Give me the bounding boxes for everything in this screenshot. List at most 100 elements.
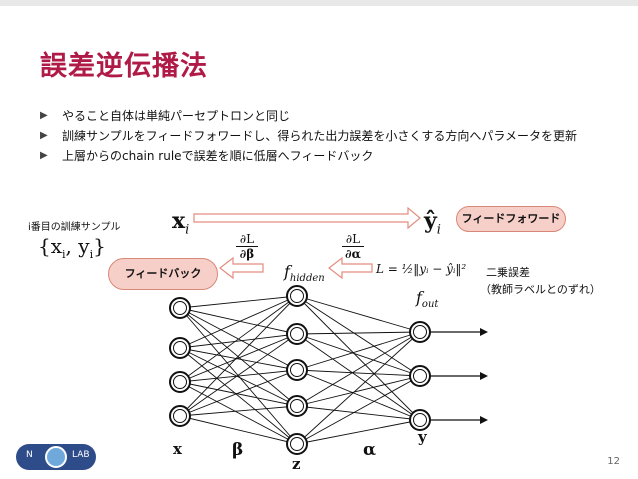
neuron-inner-ring bbox=[290, 363, 304, 377]
neuron-inner-ring bbox=[173, 375, 187, 389]
neuron-node bbox=[169, 297, 191, 319]
page-number: 12 bbox=[607, 456, 620, 467]
network-edge bbox=[296, 375, 421, 445]
neuron-inner-ring bbox=[290, 437, 304, 451]
network-edge bbox=[296, 331, 421, 371]
slide-title: 誤差逆伝播法 bbox=[40, 51, 208, 82]
network-edge bbox=[179, 333, 298, 349]
network-edge bbox=[296, 333, 421, 377]
network-edge bbox=[179, 415, 298, 445]
output-arrow-head bbox=[480, 416, 488, 424]
neuron-inner-ring bbox=[413, 413, 427, 427]
bullet-arrow-icon: ▶ bbox=[40, 150, 48, 161]
network-edge bbox=[296, 295, 421, 333]
output-arrow-head bbox=[480, 328, 488, 336]
output-arrows bbox=[431, 328, 488, 424]
neuron-node bbox=[286, 395, 308, 417]
dl-dalpha: ∂L ∂α bbox=[342, 232, 364, 261]
sample-label: i番目の訓練サンプル bbox=[28, 222, 121, 233]
layer-y-label: y bbox=[418, 428, 427, 446]
network-edge bbox=[179, 347, 298, 371]
network-edge bbox=[179, 369, 298, 417]
network-edge bbox=[179, 405, 298, 417]
network-edge bbox=[179, 369, 298, 383]
network-edge bbox=[179, 347, 298, 407]
network-edge bbox=[296, 295, 421, 421]
neuron-node bbox=[169, 337, 191, 359]
neuron-inner-ring bbox=[290, 289, 304, 303]
f-out: fout bbox=[416, 288, 439, 311]
bullet-list: ▶ やること自体は単純パーセプトロンと同じ ▶ 訓練サンプルをフィードフォワード… bbox=[40, 106, 630, 166]
neuron-inner-ring bbox=[290, 327, 304, 341]
network-edge bbox=[179, 333, 298, 417]
neuron-inner-ring bbox=[290, 399, 304, 413]
neuron-inner-ring bbox=[173, 409, 187, 423]
bullet-item: ▶ 訓練サンプルをフィードフォワードし、得られた出力誤差を小さくする方向へパラメ… bbox=[40, 126, 630, 146]
f-hidden: fhidden bbox=[284, 262, 325, 285]
neuron-node bbox=[409, 409, 431, 431]
neuron-inner-ring bbox=[173, 301, 187, 315]
feedforward-arrow bbox=[193, 206, 421, 230]
network-edge bbox=[296, 419, 421, 445]
feedforward-pill: フィードフォワード bbox=[456, 206, 566, 232]
neuron-node bbox=[409, 321, 431, 343]
input-x-i: xi bbox=[172, 208, 190, 238]
top-bar bbox=[0, 0, 638, 6]
neuron-node bbox=[286, 285, 308, 307]
feedback-arrow-left bbox=[219, 256, 264, 280]
network-edge bbox=[179, 295, 298, 383]
network-edge bbox=[296, 369, 421, 421]
feedback-arrow-right bbox=[328, 256, 373, 280]
network-nodes bbox=[169, 285, 431, 455]
network-edge bbox=[296, 295, 421, 377]
network-edge bbox=[296, 331, 421, 335]
neuron-node bbox=[169, 405, 191, 427]
layer-z-label: z bbox=[292, 455, 301, 473]
bullet-text: 上層からのchain ruleで誤差を順に低層へフィードバック bbox=[62, 149, 374, 163]
network-edge bbox=[296, 333, 421, 421]
network-edge bbox=[179, 381, 298, 407]
bullet-text: 訓練サンプルをフィードフォワードし、得られた出力誤差を小さくする方向へパラメータ… bbox=[62, 129, 578, 143]
loss-formula: L = ½‖yᵢ − ŷᵢ‖² bbox=[376, 262, 467, 276]
neuron-node bbox=[169, 371, 191, 393]
feedback-pill: フィードバック bbox=[108, 258, 218, 290]
network-edge bbox=[179, 295, 298, 349]
neuron-inner-ring bbox=[413, 369, 427, 383]
output-y-hat-i: ŷi bbox=[424, 208, 441, 238]
output-arrow-head bbox=[480, 372, 488, 380]
beta-label: β bbox=[232, 440, 244, 460]
network-edge bbox=[179, 307, 298, 335]
network-edge bbox=[179, 333, 298, 383]
alpha-label: α bbox=[363, 440, 377, 460]
network-edge bbox=[179, 295, 298, 309]
neuron-node bbox=[286, 433, 308, 455]
error-label: 二乗誤差 bbox=[486, 266, 530, 279]
dl-dbeta: ∂L ∂β bbox=[236, 232, 258, 261]
sample-set: {xi, yi} bbox=[38, 234, 106, 261]
network-edge bbox=[296, 375, 421, 407]
neuron-inner-ring bbox=[173, 341, 187, 355]
neuron-node bbox=[409, 365, 431, 387]
bullet-text: やること自体は単純パーセプトロンと同じ bbox=[62, 109, 291, 123]
globe-icon bbox=[45, 446, 67, 468]
bullet-arrow-icon: ▶ bbox=[40, 130, 48, 141]
network-edge bbox=[179, 347, 298, 445]
neuron-node bbox=[286, 323, 308, 345]
error-sublabel: （教師ラベルとのずれ） bbox=[480, 283, 601, 296]
network-edge bbox=[296, 331, 421, 445]
bullet-item: ▶ 上層からのchain ruleで誤差を順に低層へフィードバック bbox=[40, 146, 630, 166]
layer-x-label: x bbox=[173, 440, 182, 458]
bullet-arrow-icon: ▶ bbox=[40, 110, 48, 121]
lab-logo: N LAB bbox=[16, 444, 96, 470]
neuron-inner-ring bbox=[413, 325, 427, 339]
network-edges bbox=[179, 295, 421, 445]
network-edge bbox=[296, 369, 421, 377]
neuron-node bbox=[286, 359, 308, 381]
network-edge bbox=[296, 405, 421, 421]
network-edge bbox=[179, 381, 298, 445]
network-edge bbox=[296, 331, 421, 407]
network-edge bbox=[179, 307, 298, 407]
network-edge bbox=[179, 295, 298, 417]
bullet-item: ▶ やること自体は単純パーセプトロンと同じ bbox=[40, 106, 630, 126]
